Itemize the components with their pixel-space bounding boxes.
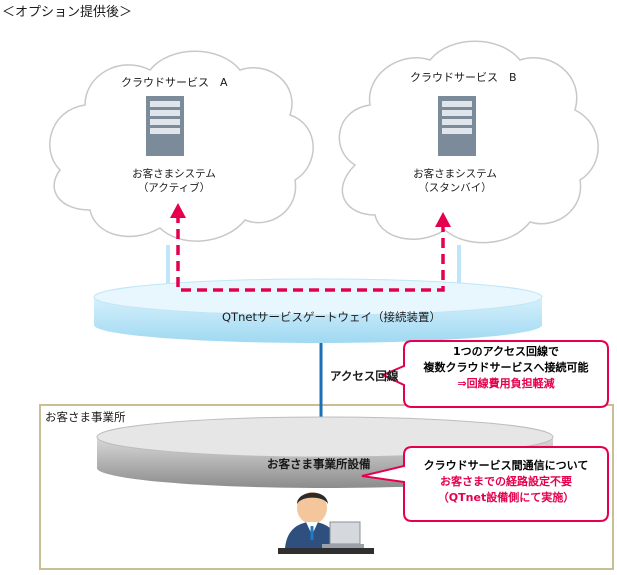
callout-top-line3: ⇒回線費用負担軽減 <box>457 377 555 390</box>
callout-bottom-line3: （QTnet設備側にて実施） <box>437 491 575 504</box>
desk <box>278 548 374 554</box>
arrow-up-a-icon <box>170 203 186 218</box>
cloud-a-system-label: お客さまシステム <box>132 168 216 180</box>
person-icon <box>285 492 339 548</box>
callout-bottom: クラウドサービス間通信について お客さまでの経路設定不要 （QTnet設備側にて… <box>406 458 606 506</box>
callout-bottom-line2: お客さまでの経路設定不要 <box>440 475 572 488</box>
callout-bottom-line1: クラウドサービス間通信について <box>423 459 589 472</box>
callout-top-line2: 複数クラウドサービスへ接続可能 <box>423 361 589 374</box>
laptop-icon <box>322 521 364 548</box>
callout-top-line1: 1つのアクセス回線で <box>452 345 560 358</box>
cloud-b-system-label: お客さまシステム <box>413 168 497 180</box>
gateway-device <box>93 278 543 343</box>
cloud-b-status: （スタンバイ） <box>418 182 492 194</box>
cloud-a-system: お客さまシステム （アクティブ） <box>124 167 224 195</box>
page-title: ＜オプション提供後＞ <box>2 5 133 20</box>
cloud-b-system: お客さまシステム （スタンバイ） <box>405 167 505 195</box>
callout-bottom-box <box>361 446 609 522</box>
server-a-icon <box>146 96 184 156</box>
office-area-label: お客さま事業所 <box>45 410 126 424</box>
arrow-up-b-icon <box>435 212 451 227</box>
callout-top: 1つのアクセス回線で 複数クラウドサービスへ接続可能 ⇒回線費用負担軽減 <box>406 344 606 392</box>
server-b-icon <box>438 96 476 156</box>
inter-cloud-route <box>176 213 445 292</box>
callout-top-box <box>380 340 609 408</box>
cloud-a-status: （アクティブ） <box>137 182 211 194</box>
cloud-b-title: クラウドサービス B <box>410 71 517 84</box>
gateway-label: QTnetサービスゲートウェイ（接続装置） <box>222 310 441 324</box>
cloud-a-title: クラウドサービス A <box>121 76 228 89</box>
office-equipment-label: お客さま事業所設備 <box>267 457 371 471</box>
access-line-label: アクセス回線 <box>330 369 399 383</box>
